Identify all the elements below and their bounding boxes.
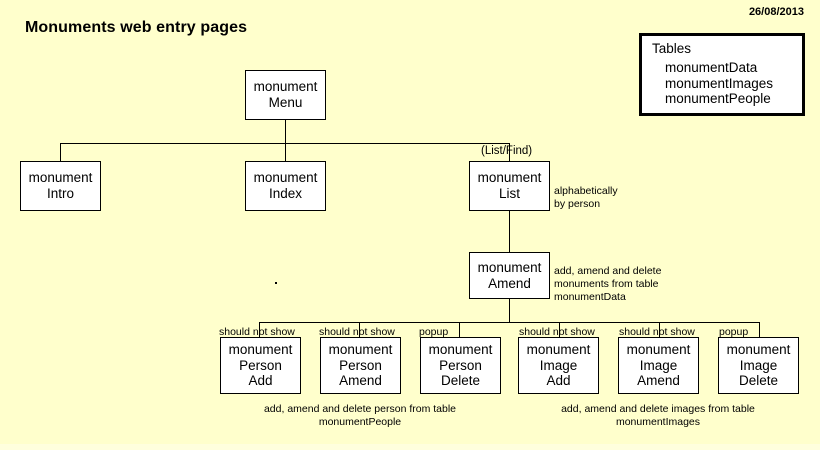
connector-drop-person-delete	[459, 322, 460, 337]
node-line-3: Amend	[637, 373, 680, 389]
label-person-amend: should not show	[319, 326, 395, 338]
caption-image-group: add, amend and delete images from table …	[488, 403, 820, 429]
connector-drop-person-amend	[359, 322, 360, 337]
tables-heading: Tables	[652, 41, 692, 56]
node-line-2: Person	[239, 357, 282, 373]
node-line-3: Add	[546, 373, 571, 389]
tables-item-monument-people: monumentPeople	[665, 91, 771, 107]
node-line-2: Image	[539, 357, 578, 373]
connector-drop-list	[509, 143, 510, 161]
annotation-amend-note-line-2: monuments from table	[554, 278, 659, 291]
caption-person-line-1: add, amend and delete person from table	[263, 403, 457, 415]
annotation-list-order: alphabetically by person	[554, 185, 618, 211]
caption-person-group: add, amend and delete person from table …	[190, 403, 530, 429]
node-line-2: Intro	[46, 186, 74, 201]
node-monument-amend[interactable]: monument Amend	[469, 252, 550, 299]
node-monument-index[interactable]: monument Index	[245, 161, 326, 211]
tables-item-monument-data: monumentData	[665, 60, 758, 75]
connector-drop-person-add	[259, 322, 260, 337]
node-monument-image-delete[interactable]: monument Image Delete	[718, 337, 799, 394]
node-monument-person-add[interactable]: monument Person Add	[220, 337, 301, 394]
page-bottom-strip	[0, 444, 820, 450]
page-title: Monuments web entry pages	[25, 19, 248, 36]
tables-legend-box: Tables monumentData monumentImages monum…	[639, 33, 805, 116]
caption-person-line-2: monumentPeople	[318, 416, 402, 429]
node-line-3: Amend	[339, 373, 382, 389]
node-line-3: Delete	[440, 373, 481, 389]
annotation-list-order-line-2: by person	[554, 198, 601, 211]
node-line-2: Person	[339, 357, 382, 373]
node-monument-person-delete[interactable]: monument Person Delete	[420, 337, 501, 394]
connector-list-to-amend	[509, 211, 510, 252]
connector-menu-stem	[285, 120, 286, 143]
node-line-1: monument	[253, 170, 318, 186]
connector-level4-bus	[259, 322, 759, 323]
connector-drop-intro	[60, 143, 61, 161]
node-line-2: Image	[639, 357, 678, 373]
node-monument-intro[interactable]: monument Intro	[20, 161, 101, 211]
node-line-1: monument	[253, 79, 318, 95]
node-line-2: Person	[439, 357, 482, 373]
tables-item-list: monumentData monumentImages monumentPeop…	[665, 60, 773, 107]
node-monument-menu[interactable]: monument Menu	[245, 70, 326, 120]
node-line-3: Delete	[738, 373, 779, 389]
connector-drop-image-add	[559, 322, 560, 337]
node-line-1: monument	[428, 341, 493, 357]
label-person-add: should not show	[219, 326, 295, 338]
connector-drop-image-delete	[759, 322, 760, 337]
annotation-list-find: (List/Find)	[481, 145, 533, 157]
node-monument-list[interactable]: monument List	[469, 161, 550, 211]
caption-image-line-2: monumentImages	[615, 416, 701, 429]
node-line-1: monument	[28, 170, 93, 186]
scan-speck	[275, 282, 277, 284]
caption-image-line-1: add, amend and delete images from table	[561, 403, 755, 415]
annotation-list-order-line-1: alphabetically	[554, 185, 618, 197]
node-line-1: monument	[726, 341, 791, 357]
annotation-amend-note: add, amend and delete monuments from tab…	[554, 265, 661, 304]
annotation-amend-note-line-1: add, amend and delete	[554, 265, 662, 277]
annotation-amend-note-line-3: monumentData	[554, 291, 626, 304]
node-monument-person-amend[interactable]: monument Person Amend	[320, 337, 401, 394]
node-line-3: Add	[248, 373, 273, 389]
label-image-delete: popup	[719, 326, 749, 338]
connector-amend-stem	[509, 299, 510, 322]
node-line-1: monument	[477, 170, 542, 186]
tables-item-monument-images: monumentImages	[665, 75, 774, 91]
label-image-amend: should not show	[619, 326, 695, 338]
connector-drop-image-amend	[659, 322, 660, 337]
label-image-add: should not show	[519, 326, 595, 338]
node-monument-image-add[interactable]: monument Image Add	[518, 337, 599, 394]
node-line-2: Amend	[488, 275, 531, 291]
date-label: 26/08/2013	[748, 6, 804, 18]
node-line-2: Image	[739, 357, 778, 373]
node-line-2: Menu	[268, 95, 303, 110]
node-line-1: monument	[477, 259, 542, 275]
connector-drop-index	[285, 143, 286, 161]
node-line-1: monument	[526, 341, 591, 357]
label-person-delete: popup	[419, 326, 449, 338]
node-line-1: monument	[626, 341, 691, 357]
node-line-1: monument	[228, 341, 293, 357]
node-monument-image-amend[interactable]: monument Image Amend	[618, 337, 699, 394]
node-line-2: Index	[268, 186, 303, 201]
node-line-1: monument	[328, 341, 393, 357]
node-line-2: List	[498, 186, 520, 201]
